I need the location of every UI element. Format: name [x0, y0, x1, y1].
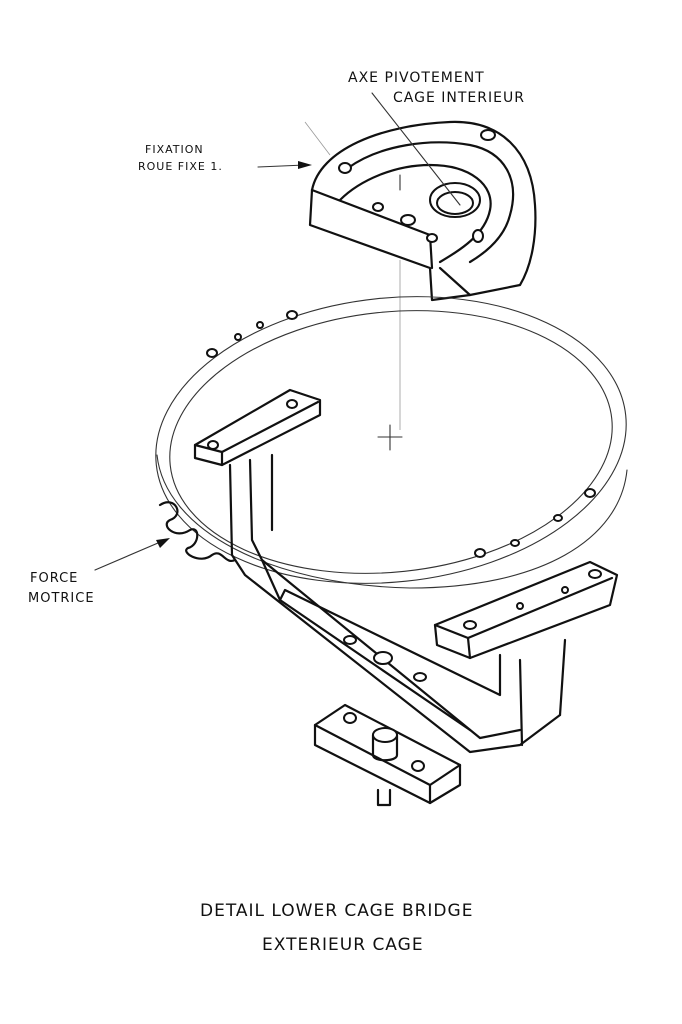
pivot-pin — [371, 733, 399, 762]
cage-bridge-frame — [228, 453, 567, 754]
left-support-arm — [193, 388, 322, 467]
lower-pivot-plate — [313, 703, 462, 807]
label-axe-line1: AXE PIVOTEMENT — [348, 70, 485, 86]
label-force-line2: MOTRICE — [28, 591, 95, 606]
pivot-stem — [376, 788, 392, 807]
annotation-leaders — [94, 92, 461, 571]
caption-subtitle: EXTERIEUR CAGE — [262, 935, 424, 955]
arrowhead-icon — [156, 538, 170, 548]
label-fixation-line1: FIXATION — [145, 143, 204, 156]
right-support-arm — [433, 560, 619, 660]
center-crosshair — [377, 424, 403, 451]
upper-pivot-bracket — [308, 120, 537, 430]
drive-spring — [158, 501, 237, 563]
label-axe-line2: CAGE INTERIEUR — [393, 90, 525, 106]
mounting-hole — [480, 129, 496, 141]
label-force-line1: FORCE — [30, 571, 78, 586]
arrowhead-icon — [298, 161, 312, 169]
ring-holes — [206, 310, 596, 558]
label-fixation-line2: ROUE FIXE 1. — [138, 160, 223, 173]
caption-title: DETAIL LOWER CAGE BRIDGE — [200, 901, 473, 921]
mounting-hole — [338, 162, 352, 174]
outer-cage-ring — [155, 296, 628, 589]
